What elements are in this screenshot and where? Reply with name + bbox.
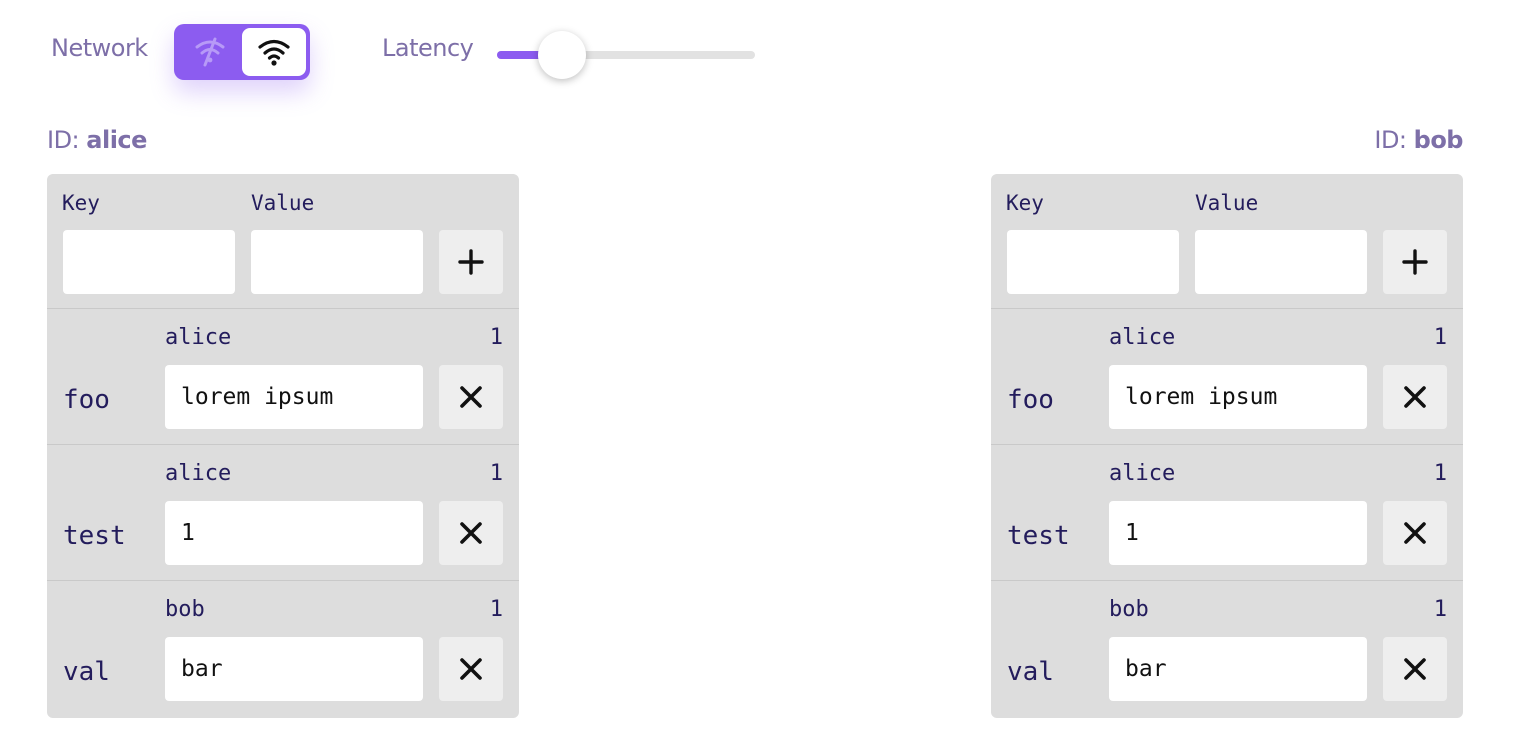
entry-author: alice [1109,325,1176,350]
value-label: Value [251,191,315,215]
close-icon [460,386,482,408]
entry-author: bob [1109,597,1149,622]
key-input[interactable] [63,230,235,294]
entry-count: 1 [489,461,503,486]
new-entry-form: Key Value [47,174,519,309]
latency-slider-fill [497,51,562,59]
entry-row: bob 1 val bar [47,581,519,717]
entry-value-field[interactable]: lorem ipsum [165,365,423,429]
delete-entry-button[interactable] [439,637,503,701]
entry-key: test [1007,521,1070,551]
latency-slider-track[interactable] [497,51,755,59]
entry-count: 1 [489,325,503,350]
entry-row: alice 1 foo lorem ipsum [47,309,519,445]
wifi-off-icon [195,37,225,67]
delete-entry-button[interactable] [439,365,503,429]
entry-key: val [63,657,110,687]
key-label: Key [62,191,100,215]
entry-key: test [63,521,126,551]
id-prefix: ID: [1374,126,1414,154]
delete-entry-button[interactable] [1383,501,1447,565]
entry-row: alice 1 foo lorem ipsum [991,309,1463,445]
entry-value-field[interactable]: 1 [1109,501,1367,565]
latency-slider-thumb[interactable] [537,31,586,79]
entry-value-field[interactable]: lorem ipsum [1109,365,1367,429]
entry-value-field[interactable]: bar [165,637,423,701]
entry-row: alice 1 test 1 [991,445,1463,581]
entry-key: val [1007,657,1054,687]
network-label: Network [51,34,148,62]
latency-slider[interactable] [497,30,755,80]
network-toggle[interactable] [174,24,310,80]
entry-value-field[interactable]: 1 [165,501,423,565]
close-icon [1404,386,1426,408]
peer-id-alice: ID: alice [47,126,147,154]
entry-author: alice [165,325,232,350]
value-label: Value [1195,191,1259,215]
delete-entry-button[interactable] [1383,365,1447,429]
entry-count: 1 [489,597,503,622]
delete-entry-button[interactable] [1383,637,1447,701]
entry-row: alice 1 test 1 [47,445,519,581]
plus-icon [1402,249,1428,275]
new-entry-form: Key Value [991,174,1463,309]
network-online-option[interactable] [242,28,306,76]
plus-icon [458,249,484,275]
key-label: Key [1006,191,1044,215]
value-input[interactable] [251,230,423,294]
entry-value-field[interactable]: bar [1109,637,1367,701]
entry-key: foo [63,385,110,415]
entry-author: bob [165,597,205,622]
network-offline-option[interactable] [178,28,242,76]
close-icon [1404,522,1426,544]
entry-row: bob 1 val bar [991,581,1463,717]
peer-id-value: alice [86,126,147,154]
value-input[interactable] [1195,230,1367,294]
close-icon [1404,658,1426,680]
entry-count: 1 [1433,461,1447,486]
close-icon [460,522,482,544]
entry-key: foo [1007,385,1054,415]
entry-count: 1 [1433,325,1447,350]
entry-count: 1 [1433,597,1447,622]
wifi-icon [258,39,290,66]
add-entry-button[interactable] [1383,230,1447,294]
latency-label: Latency [382,34,474,62]
entry-author: alice [165,461,232,486]
id-prefix: ID: [47,126,87,154]
kv-panel-bob: Key Value alice 1 foo lorem ipsum alice … [991,174,1463,718]
close-icon [460,658,482,680]
add-entry-button[interactable] [439,230,503,294]
key-input[interactable] [1007,230,1179,294]
peer-id-value: bob [1413,126,1464,154]
kv-panel-alice: Key Value alice 1 foo lorem ipsum alice … [47,174,519,718]
entry-author: alice [1109,461,1176,486]
peer-id-bob: ID: bob [1374,126,1463,154]
delete-entry-button[interactable] [439,501,503,565]
